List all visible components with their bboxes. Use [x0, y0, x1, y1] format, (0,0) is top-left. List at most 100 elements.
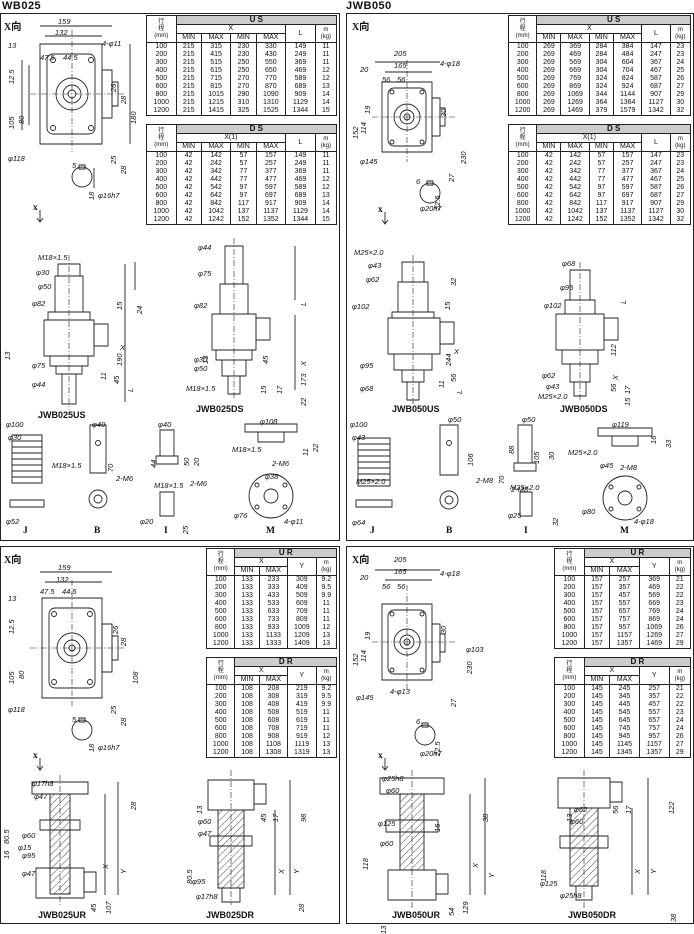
dimension-label: L — [455, 389, 464, 394]
dimension-label: 6 — [416, 177, 421, 186]
dimension-label: 105 — [532, 451, 541, 464]
dimension-label: 2-M8 — [476, 476, 494, 485]
p4-top-view — [372, 570, 455, 770]
dimension-label: 132 — [55, 28, 68, 37]
dimension-label: 38 — [669, 913, 678, 922]
dimension-label: 2-M8 — [511, 485, 529, 494]
dimension-label: 6 — [416, 717, 421, 726]
dimension-label: M18×1.5 — [52, 461, 82, 470]
dimension-label: 5 — [72, 715, 77, 724]
dimension-label: 180 — [129, 111, 138, 124]
dimension-label: 17 — [271, 813, 280, 822]
accessory-letter: J — [23, 526, 28, 536]
accessory-letter: B — [94, 526, 101, 536]
dimension-label: L — [299, 301, 308, 306]
dimension-label: Y — [487, 872, 496, 878]
dimension-label: 56 — [609, 383, 618, 392]
dimension-label: φ76 — [234, 511, 248, 520]
dimension-label: φ75 — [198, 269, 212, 278]
dimension-label: φ60 — [22, 831, 36, 840]
dimension-label: M25×2.0 — [354, 248, 384, 257]
dimension-label: 45 — [112, 375, 121, 384]
dimension-label: 13 — [8, 41, 17, 50]
dimension-label: φ82 — [194, 301, 208, 310]
dimension-label: 28 — [119, 637, 128, 646]
dimension-label: 16 — [649, 435, 658, 444]
x-arrow-label: x — [33, 203, 38, 213]
dimension-label: φ50 — [522, 415, 536, 424]
dimension-label: 47.5 — [40, 587, 55, 596]
dimension-label: 28 — [119, 95, 128, 104]
dimension-label: φ38 — [265, 472, 279, 481]
dimension-label: φ68 — [360, 384, 374, 393]
dimension-label: M25×2.0 — [538, 392, 568, 401]
dimension-label: Y — [119, 868, 128, 874]
dimension-label: M25×2.0 — [510, 483, 540, 492]
dimension-label: 165 — [394, 61, 407, 70]
p4-ur-drawing — [380, 770, 485, 910]
dimension-label: X — [454, 347, 460, 356]
dimension-label: 4-φ18 — [634, 517, 654, 526]
dimension-label: 44 — [149, 459, 158, 468]
dimension-label: 26 — [109, 83, 118, 92]
dimension-label: φ25h8 — [560, 891, 582, 900]
dimension-label: 19 — [363, 105, 372, 114]
dimension-label: L — [619, 299, 628, 304]
model-name: JWB050UR — [392, 910, 441, 920]
dimension-label: 30 — [439, 108, 448, 117]
dimension-label: 88 — [507, 445, 516, 454]
dimension-label: 230 — [459, 151, 468, 164]
dimension-label: φ20h7 — [420, 749, 442, 758]
model-name: JWB050DS — [560, 404, 608, 414]
dimension-label: φ30 — [36, 268, 50, 277]
dimension-label: 16 — [433, 823, 442, 832]
x-direction-label: X向 — [4, 22, 22, 33]
dimension-label: 132 — [56, 575, 69, 584]
p1-ds-drawing — [212, 238, 295, 400]
dimension-label: 24 — [135, 305, 144, 314]
dimension-label: 114 — [359, 650, 368, 662]
dimension-label: 244 — [444, 353, 453, 366]
dimension-label: φ64 — [352, 518, 366, 527]
dimension-label: 4-φ11 — [102, 39, 122, 48]
dimension-label: 205 — [394, 49, 407, 58]
dimension-label: φ62 — [366, 275, 380, 284]
dimension-label: φ118 — [8, 154, 25, 163]
dimension-label: φ45 — [600, 461, 614, 470]
dimension-label: φ40 — [92, 420, 106, 429]
dimension-label: φ100 — [6, 420, 24, 429]
dimension-label: 28 — [119, 717, 128, 726]
p2-accessories — [356, 425, 652, 520]
dimension-label: 106 — [466, 453, 475, 466]
dimension-label: 26 — [111, 625, 120, 634]
dimension-label: X — [277, 868, 286, 874]
dimension-label: φ95 — [560, 283, 574, 292]
dimension-label: φ50 — [38, 282, 52, 291]
p2-top-view — [372, 60, 455, 224]
dimension-label: 4-φ18 — [440, 569, 460, 578]
dimension-label: 4-φ13 — [390, 687, 410, 696]
